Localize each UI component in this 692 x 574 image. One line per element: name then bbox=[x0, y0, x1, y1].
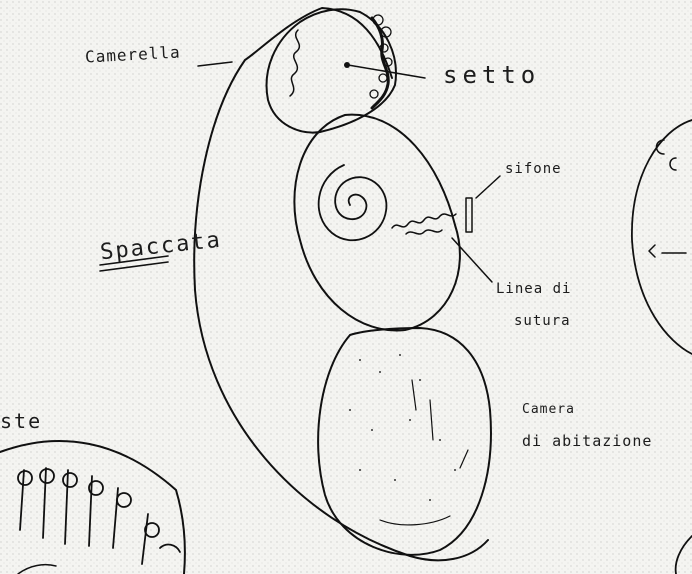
label-sifone: sifone bbox=[505, 162, 562, 176]
label-sutura: sutura bbox=[514, 314, 571, 328]
label-edge-left: ste bbox=[0, 411, 42, 431]
label-camera: Camera bbox=[522, 403, 575, 416]
label-linea-di: Linea di bbox=[496, 282, 571, 296]
label-setto: setto bbox=[443, 63, 540, 87]
label-di-abitazione: di abitazione bbox=[522, 434, 652, 449]
